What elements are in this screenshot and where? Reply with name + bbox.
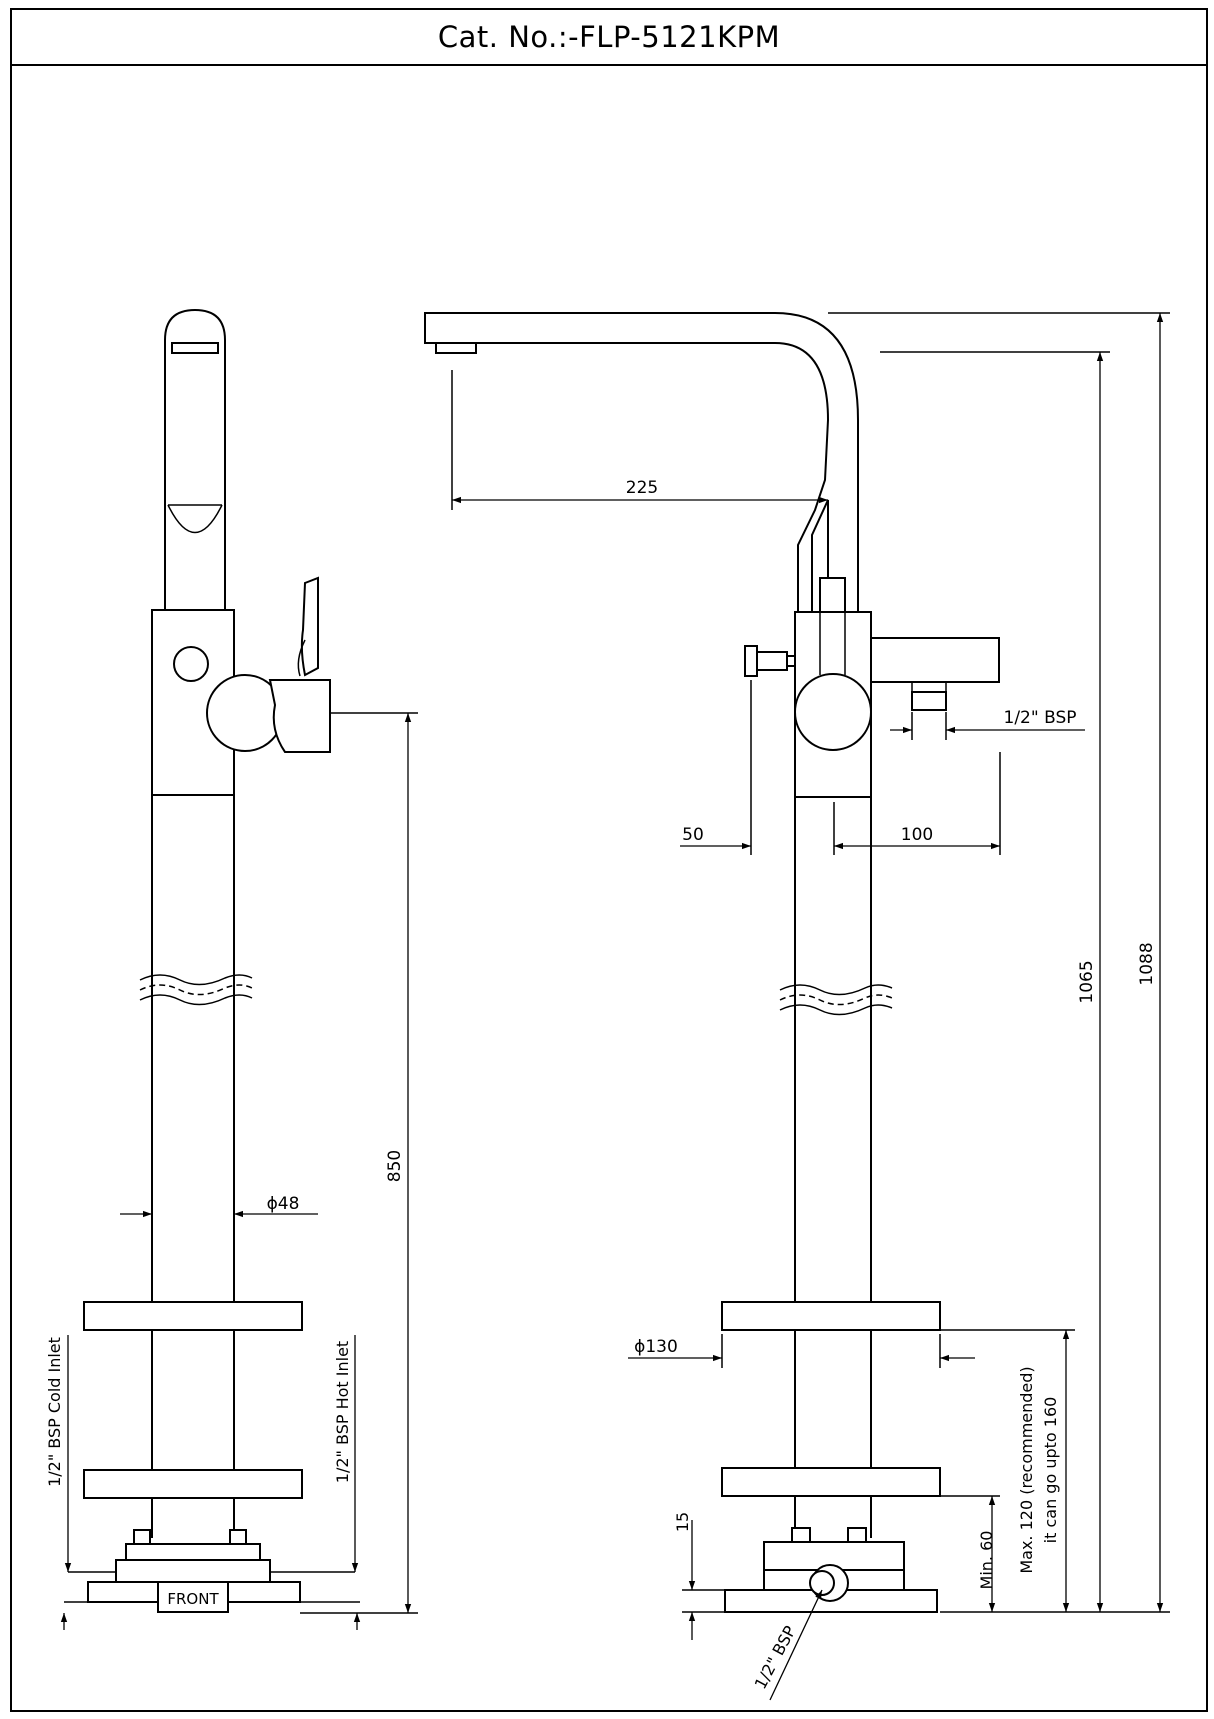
side-bolt-left (133, 1529, 151, 1545)
front-side-knob (744, 645, 758, 677)
outlet-label: 1/2" BSP (1004, 708, 1077, 728)
max-label-line1: Max. 120 (recommended) (1017, 1366, 1036, 1573)
front-outlet-nut (911, 691, 947, 711)
side-knob-hole (173, 646, 209, 682)
front-spout (424, 312, 859, 613)
bottom-outlet-label: 1/2" BSP (751, 1622, 800, 1692)
outlet-height-label: 1065 (1077, 960, 1097, 1003)
front-lower-flange (721, 1467, 941, 1497)
catalog-number: Cat. No.:-FLP-5121KPM (437, 20, 781, 54)
front-aerator (435, 342, 477, 354)
side-height-label: 850 (385, 1150, 405, 1182)
hot-inlet-label: 1/2" BSP Hot Inlet (333, 1341, 352, 1483)
base-step-label: 15 (673, 1512, 692, 1532)
front-spout-neck (819, 577, 846, 613)
flange-diameter-label: ϕ130 (634, 1337, 678, 1357)
side-aerator (171, 342, 219, 354)
front-handle-ball (794, 673, 872, 751)
drawing-frame (10, 64, 1208, 1712)
front-view: 225 1/2" BSP 50 100 ϕ130 (424, 312, 1170, 1701)
spout-reach-label: 225 (626, 478, 658, 498)
side-spout-head (164, 308, 226, 611)
front-upper-flange (721, 1301, 941, 1331)
side-base-cap (125, 1543, 261, 1561)
cold-inlet-label: 1/2" BSP Cold Inlet (45, 1337, 64, 1487)
side-spout-curve (167, 504, 223, 534)
diverter-length-label: 100 (901, 825, 933, 845)
side-diameter-label: ϕ48 (267, 1194, 300, 1214)
min-label: Min. 60 (977, 1531, 996, 1590)
side-bolt-right (229, 1529, 247, 1545)
knob-offset-label: 50 (682, 825, 704, 845)
front-bolt-right (847, 1527, 867, 1543)
side-front-label: FRONT (167, 1590, 219, 1608)
side-handle-block (268, 679, 331, 753)
side-upper-flange (83, 1301, 303, 1331)
side-view: FRONT ϕ48 850 1/2" BSP Cold Inlet 1/2" B… (45, 308, 418, 1630)
side-break-top (139, 974, 253, 986)
side-base-body (115, 1559, 271, 1583)
side-front-block (157, 1581, 229, 1613)
side-lever (300, 576, 319, 677)
overall-height-label: 1088 (1137, 942, 1157, 985)
front-bolt-left (791, 1527, 811, 1543)
title-block: Cat. No.:-FLP-5121KPM (10, 8, 1208, 64)
max-label-line2: it can go upto 160 (1041, 1397, 1060, 1544)
front-diverter (870, 637, 1000, 683)
side-lower-flange (83, 1469, 303, 1499)
